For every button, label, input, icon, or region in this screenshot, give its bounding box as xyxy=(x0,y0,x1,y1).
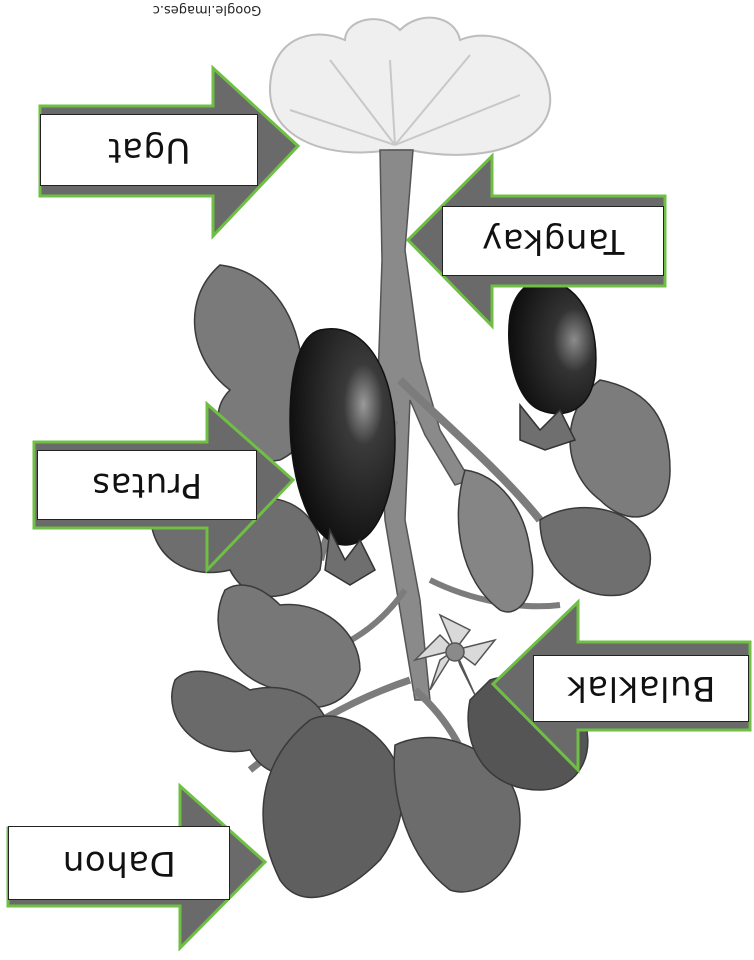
label-bulaklak: Bulaklak xyxy=(533,655,749,722)
image-credit: Google.images.c xyxy=(126,0,288,20)
label-dahon: Dahon xyxy=(8,826,230,900)
label-prutas: Prutas xyxy=(37,450,257,520)
label-ugat: Ugat xyxy=(40,114,258,186)
label-tangkay: Tangkay xyxy=(442,206,664,276)
roots xyxy=(270,18,550,155)
